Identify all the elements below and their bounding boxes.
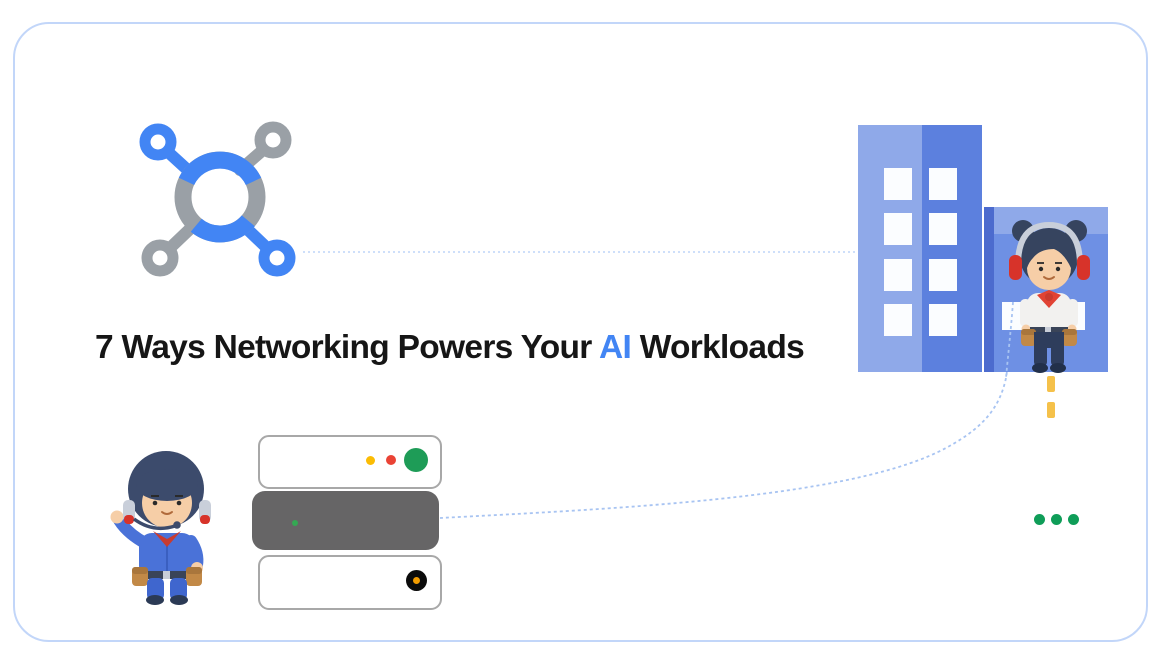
technician-character	[110, 451, 211, 605]
engineer-head	[1020, 228, 1078, 290]
building-window	[929, 304, 957, 336]
network-hub-icon	[139, 121, 296, 277]
yellow-dash	[1047, 376, 1055, 392]
title-highlight-ai: AI	[598, 329, 632, 366]
green-ellipsis-dot	[1068, 514, 1079, 525]
technician-legs	[146, 578, 188, 605]
technician-body	[139, 531, 204, 579]
annex-edge	[984, 207, 994, 372]
server-unit-middle	[252, 491, 439, 550]
building-window	[929, 213, 957, 245]
building-window	[929, 259, 957, 291]
building-window	[929, 168, 957, 200]
green-ellipsis-dot	[1051, 514, 1062, 525]
technician-toolbelt	[132, 567, 202, 586]
red-led-icon	[386, 455, 396, 465]
engineer-legs	[1032, 332, 1066, 373]
building-window	[884, 168, 912, 200]
building-window	[884, 304, 912, 336]
yellow-dash	[1047, 402, 1055, 418]
engineer-character	[1009, 220, 1090, 373]
power-core-dot	[413, 577, 420, 584]
engineer-toolbelt	[1021, 327, 1077, 346]
green-ellipsis-dot	[1034, 514, 1045, 525]
server-unit-top	[258, 435, 442, 489]
hub-center-ring	[174, 151, 266, 243]
hub-satellite-nodes	[139, 121, 296, 277]
building-window	[884, 259, 912, 291]
green-activity-dot-icon	[292, 520, 298, 526]
engineer-headphones-icon	[1009, 221, 1090, 280]
power-indicator-icon	[406, 570, 427, 591]
canvas-border	[13, 22, 1148, 642]
yellow-led-icon	[366, 456, 375, 465]
green-led-icon	[404, 448, 428, 472]
technician-headset-icon	[123, 500, 211, 531]
engineer-body	[1020, 290, 1078, 334]
server-unit-bottom	[258, 555, 442, 610]
technician-head	[128, 451, 204, 528]
title-prefix: 7 Ways Networking Powers Your	[95, 329, 599, 366]
title-suffix: Workloads	[631, 329, 805, 366]
curve-tail	[1005, 301, 1014, 379]
page-title: 7 Ways Networking Powers Your AI Workloa…	[95, 329, 805, 367]
building-window	[884, 213, 912, 245]
